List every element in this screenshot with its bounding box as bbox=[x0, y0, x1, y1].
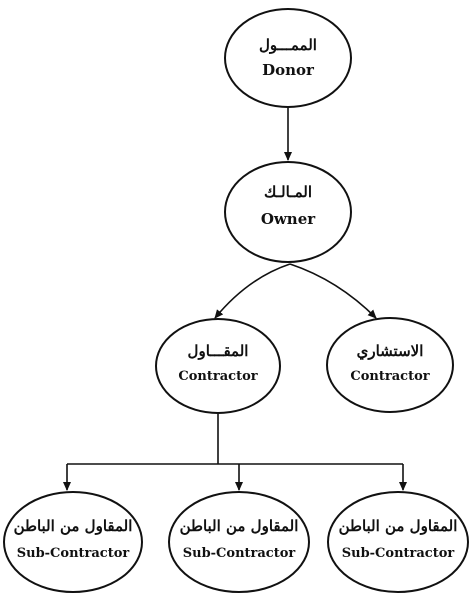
edge-owner-consultant bbox=[289, 263, 377, 319]
node-owner-arabic: المـالـك bbox=[264, 183, 312, 201]
node-contractor-ellipse bbox=[155, 318, 281, 414]
node-consultant-english: Contractor bbox=[350, 369, 429, 384]
node-contractor-arabic: المقـــاول bbox=[188, 342, 249, 360]
node-sub1-english: Sub-Contractor bbox=[17, 546, 130, 561]
node-donor-english: Donor bbox=[262, 61, 315, 79]
node-contractor-english: Contractor bbox=[178, 369, 257, 384]
edges bbox=[63, 108, 407, 491]
edge-owner-contractor bbox=[214, 263, 291, 319]
node-sub3-english: Sub-Contractor bbox=[342, 546, 455, 561]
node-sub-contractor-2: المقاول من الباطن Sub-Contractor bbox=[168, 491, 310, 593]
node-sub1-arabic: المقاول من الباطن bbox=[14, 517, 133, 535]
node-sub3-ellipse bbox=[327, 491, 469, 593]
node-sub1-ellipse bbox=[3, 491, 143, 593]
node-donor-ellipse bbox=[224, 8, 352, 108]
node-owner-ellipse bbox=[224, 161, 352, 263]
node-donor-arabic: الممـــول bbox=[259, 36, 317, 54]
node-contractor: المقـــاول Contractor bbox=[155, 318, 281, 414]
node-owner: المـالـك Owner bbox=[224, 161, 352, 263]
node-owner-english: Owner bbox=[261, 210, 316, 228]
node-sub2-arabic: المقاول من الباطن bbox=[180, 517, 299, 535]
node-sub-contractor-3: المقاول من الباطن Sub-Contractor bbox=[327, 491, 469, 593]
node-consultant-ellipse bbox=[326, 317, 454, 413]
node-sub3-arabic: المقاول من الباطن bbox=[339, 517, 458, 535]
node-consultant: الاستشاري Contractor bbox=[326, 317, 454, 413]
node-sub-contractor-1: المقاول من الباطن Sub-Contractor bbox=[3, 491, 143, 593]
node-sub2-ellipse bbox=[168, 491, 310, 593]
node-sub2-english: Sub-Contractor bbox=[183, 546, 296, 561]
node-consultant-arabic: الاستشاري bbox=[357, 342, 424, 361]
node-donor: الممـــول Donor bbox=[224, 8, 352, 108]
